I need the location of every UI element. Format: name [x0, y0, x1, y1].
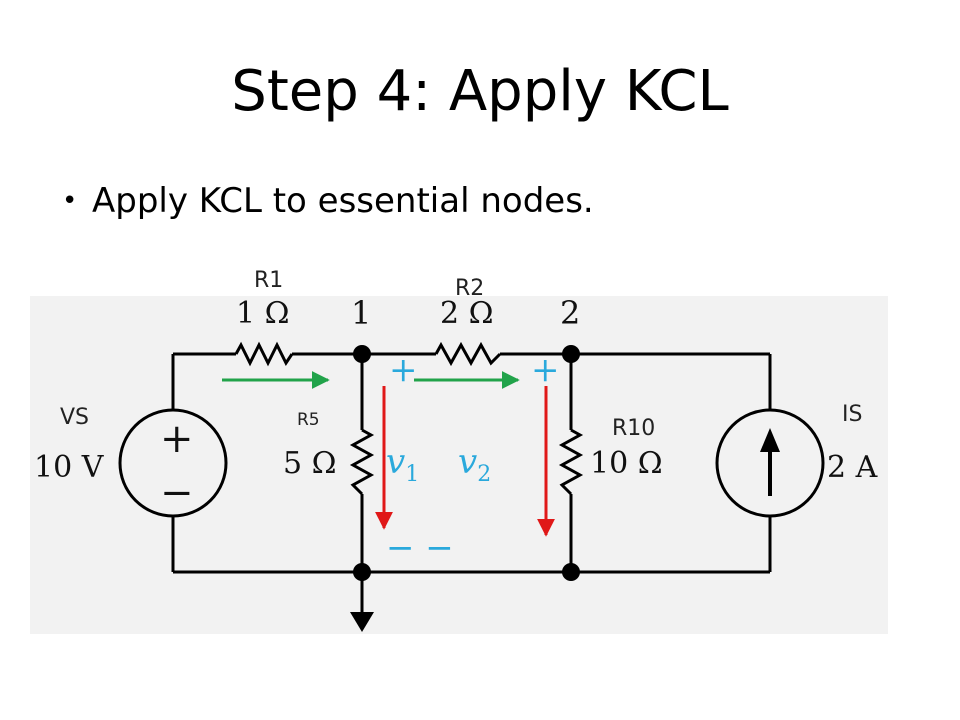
v2-label: v2: [458, 442, 492, 487]
node-2-label: 2: [560, 294, 581, 332]
node-dot-1-bottom: [353, 563, 371, 581]
is-value: 2 A: [827, 450, 878, 485]
voltage-source-icon: [118, 408, 228, 518]
r5-value: 5 Ω: [283, 446, 337, 481]
resistor-r5: [349, 428, 375, 496]
v-minus-signs: − −: [386, 528, 454, 568]
bullet-dot-icon: •: [62, 186, 78, 216]
r10-label: R10: [612, 416, 656, 441]
resistor-r10: [558, 428, 584, 496]
current-source-arrow-head-icon: [760, 428, 780, 452]
v2-plus-sign: +: [531, 350, 560, 390]
v1-plus-sign: +: [389, 350, 418, 390]
bullet-text: Apply KCL to essential nodes.: [92, 181, 594, 221]
bullet-item: • Apply KCL to essential nodes.: [62, 176, 594, 226]
node-dot-1-top: [353, 345, 371, 363]
vs-plus-sign: +: [160, 416, 194, 462]
v1-label: v1: [386, 442, 420, 487]
vs-label: VS: [60, 405, 90, 430]
vs-minus-sign: −: [160, 470, 194, 516]
r2-value: 2 Ω: [440, 296, 494, 331]
slide-title: Step 4: Apply KCL: [231, 59, 729, 124]
is-label: IS: [842, 402, 863, 427]
r1-value: 1 Ω: [236, 296, 290, 331]
vs-value: 10 V: [34, 450, 104, 485]
resistor-r2: [434, 341, 502, 367]
r1-label: R1: [254, 268, 284, 293]
circuit-figure-panel: [30, 296, 888, 634]
node-1-label: 1: [351, 294, 372, 332]
ground-icon: [350, 612, 374, 632]
resistor-r1: [234, 341, 294, 367]
current-source-icon: [715, 408, 825, 518]
r10-value: 10 Ω: [590, 446, 663, 481]
r2-label: R2: [455, 276, 485, 301]
node-dot-2-top: [562, 345, 580, 363]
node-dot-2-bottom: [562, 563, 580, 581]
r5-label: R5: [297, 410, 320, 430]
